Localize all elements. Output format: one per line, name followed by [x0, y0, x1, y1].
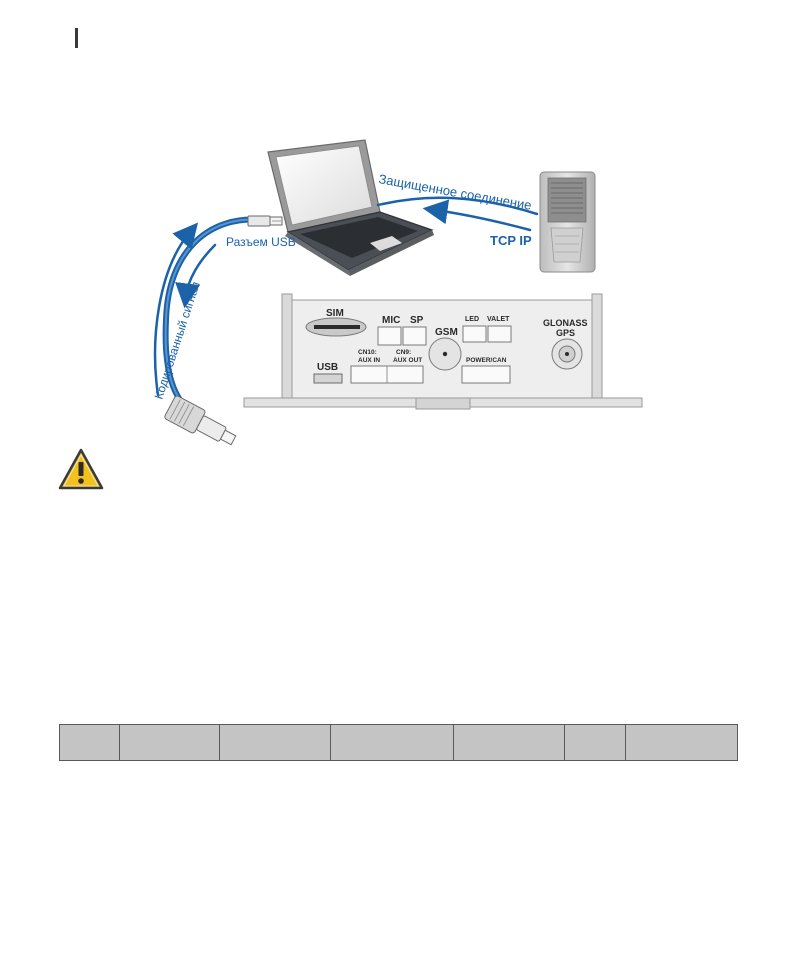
port-label-sp: SP — [410, 315, 424, 326]
port-label-mic: MIC — [382, 315, 400, 326]
port-label-gsm: GSM — [435, 327, 458, 338]
tcp-ip-label: TCP IP — [490, 233, 532, 248]
usb-connector-label: Разъем USB — [226, 235, 296, 249]
table-header-row — [58, 724, 738, 761]
port-label-led: LED — [465, 316, 479, 323]
port-label-glonass: GLONASS — [543, 318, 588, 328]
port-label-usb: USB — [317, 362, 338, 373]
usb-cable — [162, 216, 265, 403]
port-label-aux-in: AUX IN — [358, 357, 380, 364]
coded-signal-arrows — [153, 222, 217, 397]
micro-usb-plug-icon — [164, 395, 237, 446]
table-header-cell — [329, 724, 455, 761]
port-label-gps: GPS — [556, 328, 575, 338]
connection-diagram: Защищенное соединение TCP IP Разъем USB … — [152, 139, 643, 446]
table-header-cell — [625, 724, 738, 761]
table-header-cell — [563, 724, 627, 761]
usb-plug-icon — [247, 215, 283, 227]
port-label-cn10: CN10: — [358, 349, 377, 356]
coded-signal-label: Кодированный сигнал — [152, 280, 203, 401]
port-label-power-can: POWER/CAN — [466, 357, 507, 364]
port-label-aux-out: AUX OUT — [393, 357, 422, 364]
server-icon — [539, 171, 596, 273]
secure-connection-label: Защищенное соединение — [377, 171, 532, 213]
port-label-valet: VALET — [487, 316, 510, 323]
secure-connection-arrows — [376, 196, 539, 232]
table-header-cell — [453, 724, 565, 761]
table-header-cell — [58, 724, 121, 761]
table-header-cell — [119, 724, 221, 761]
tracker-device — [243, 293, 643, 410]
page-margin-marker — [75, 28, 78, 48]
laptop-icon — [267, 139, 434, 276]
port-label-sim: SIM — [326, 308, 344, 319]
table-header-cell — [219, 724, 331, 761]
warning-icon — [58, 448, 104, 490]
parameters-table — [58, 724, 738, 761]
port-label-cn9: CN9: — [396, 349, 411, 356]
